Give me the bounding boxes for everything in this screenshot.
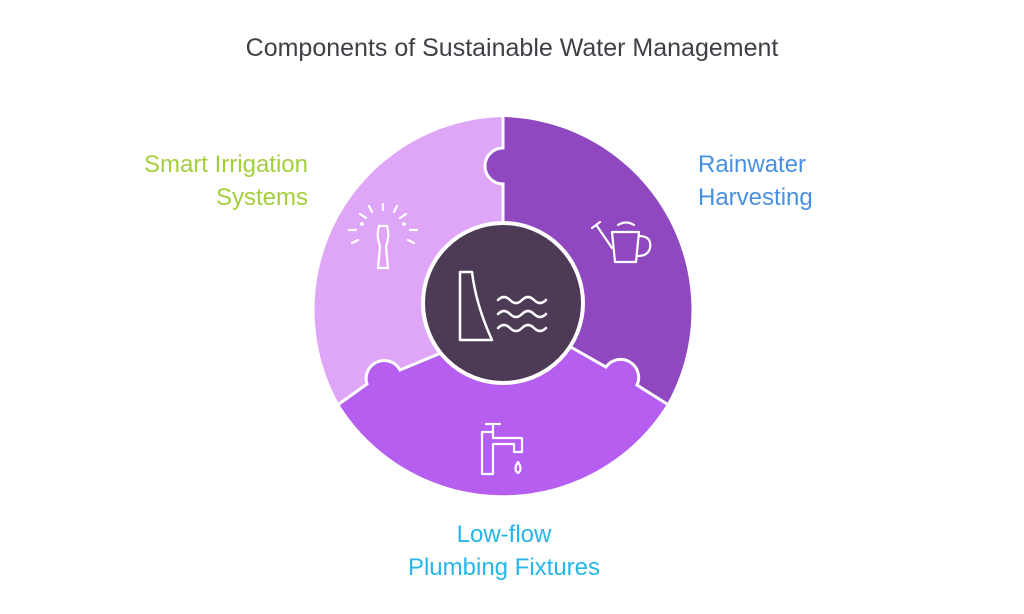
faucet-icon [480, 422, 524, 476]
label-low-flow-line-1: Low-flow [456, 521, 552, 548]
label-smart-irrigation-line-2: Systems [215, 184, 308, 211]
segment-dividers [338, 117, 668, 406]
dam-water-icon [458, 270, 548, 342]
label-rainwater-harvesting: Rainwater Harvesting [698, 148, 813, 214]
label-smart-irrigation: Smart Irrigation Systems [144, 148, 308, 214]
watering-can-icon [590, 220, 652, 264]
label-low-flow-line-2: Plumbing Fixtures [407, 554, 601, 581]
label-low-flow-plumbing: Low-flow Plumbing Fixtures [0, 518, 1008, 584]
segment-rainwater-harvesting [485, 117, 692, 404]
segment-low-flow-plumbing [339, 333, 667, 496]
label-rainwater-line-2: Harvesting [698, 184, 813, 211]
label-smart-irrigation-line-1: Smart Irrigation [143, 151, 308, 178]
center-hub [421, 221, 585, 385]
page-title: Components of Sustainable Water Manageme… [245, 34, 779, 62]
label-rainwater-line-1: Rainwater [698, 151, 807, 178]
sprinkler-icon [347, 202, 419, 270]
